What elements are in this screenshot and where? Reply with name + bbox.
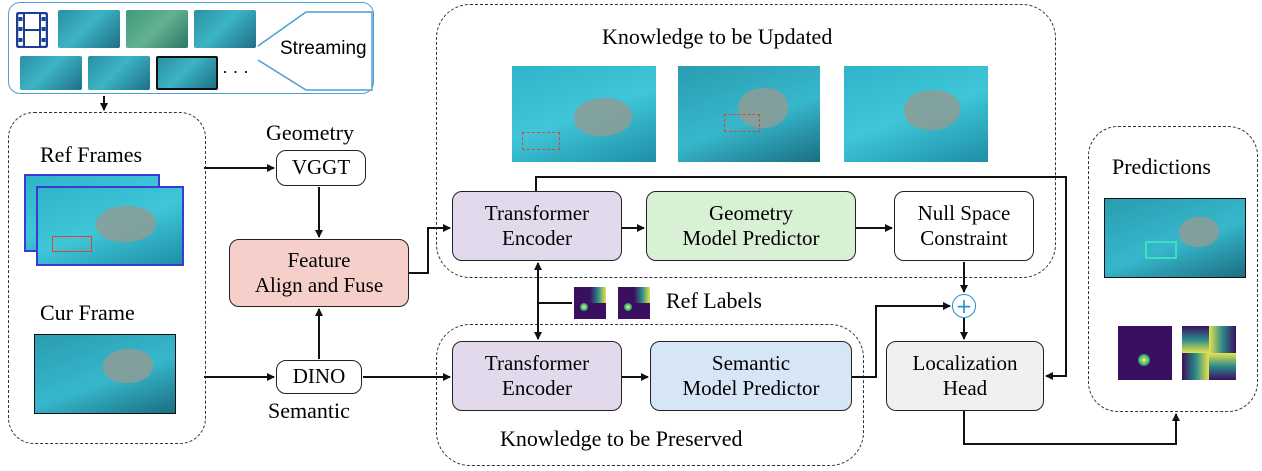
vggt-box: VGGT xyxy=(276,150,366,186)
loc-line-1: Localization xyxy=(912,350,1018,375)
semantic-label: Semantic xyxy=(268,398,350,423)
stream-thumb-1 xyxy=(58,10,120,48)
stream-thumb-5 xyxy=(88,56,150,90)
prediction-offset-maps xyxy=(1182,326,1236,380)
ref-labels-text: Ref Labels xyxy=(666,288,762,313)
plus-merge-node: + xyxy=(952,294,976,318)
ref-frame-front xyxy=(36,186,184,266)
sem-pred-line-1: Semantic xyxy=(711,350,791,375)
dino-box: DINO xyxy=(276,360,362,394)
streaming-panel xyxy=(8,2,374,94)
knowledge-preserved-group xyxy=(436,324,864,466)
ref-label-map-2 xyxy=(618,287,650,319)
stream-callout xyxy=(257,11,373,91)
input-frames-group xyxy=(8,112,206,444)
geo-pred-line-2: Model Predictor xyxy=(682,226,820,250)
turtle xyxy=(904,90,960,130)
turtle xyxy=(103,349,153,383)
prediction-box xyxy=(1145,241,1177,259)
arrow-te-top-to-loc xyxy=(535,176,1067,380)
ref-frames-label: Ref Frames xyxy=(40,142,143,167)
plus-symbol: + xyxy=(955,294,973,318)
knowledge-updated-group xyxy=(436,4,1056,278)
sem-pred-line-2: Model Predictor xyxy=(682,376,820,400)
te-bot-line-2: Encoder xyxy=(502,376,572,400)
update-image-1 xyxy=(512,66,656,162)
turtle xyxy=(1179,217,1219,247)
stream-ellipsis: · · · xyxy=(222,62,249,82)
ref-label-map-1 xyxy=(574,287,606,319)
null-line-2: Constraint xyxy=(920,226,1008,250)
cur-frame-label: Cur Frame xyxy=(40,300,135,325)
update-box-2 xyxy=(724,114,760,132)
stream-thumb-3 xyxy=(194,10,256,48)
streaming-label: Streaming xyxy=(280,38,367,59)
knowledge-preserved-title: Knowledge to be Preserved xyxy=(500,426,743,451)
film-icon xyxy=(15,11,49,49)
update-image-2 xyxy=(678,66,820,162)
predictions-label: Predictions xyxy=(1112,154,1211,179)
ref-target-box xyxy=(52,236,92,252)
geometry-label: Geometry xyxy=(266,120,354,145)
fuse-line-1: Feature xyxy=(287,247,351,272)
predictions-group xyxy=(1088,126,1258,412)
turtle xyxy=(574,98,632,136)
prediction-image xyxy=(1104,198,1246,278)
stream-thumb-4 xyxy=(20,56,82,90)
null-line-1: Null Space xyxy=(917,200,1011,225)
te-top-line-2: Encoder xyxy=(502,226,572,250)
cur-frame-image xyxy=(34,334,176,414)
loc-line-2: Head xyxy=(942,376,988,400)
knowledge-updated-title: Knowledge to be Updated xyxy=(602,24,833,49)
turtle xyxy=(96,206,156,242)
update-box-1 xyxy=(522,132,560,150)
stream-thumb-6 xyxy=(156,56,218,90)
turtle xyxy=(738,88,788,128)
te-bot-line-1: Transformer xyxy=(484,350,590,375)
fuse-line-2: Align and Fuse xyxy=(254,273,384,297)
prediction-heatmap xyxy=(1118,326,1172,380)
te-top-line-1: Transformer xyxy=(484,200,590,225)
arrow-sem-pred-to-plus xyxy=(852,302,951,378)
arrow-fuse-to-te-top xyxy=(409,224,451,274)
geo-pred-line-1: Geometry xyxy=(709,200,793,225)
update-image-3 xyxy=(844,66,988,162)
stream-thumb-2 xyxy=(126,10,188,48)
arrow-loc-to-predictions xyxy=(963,411,1180,445)
